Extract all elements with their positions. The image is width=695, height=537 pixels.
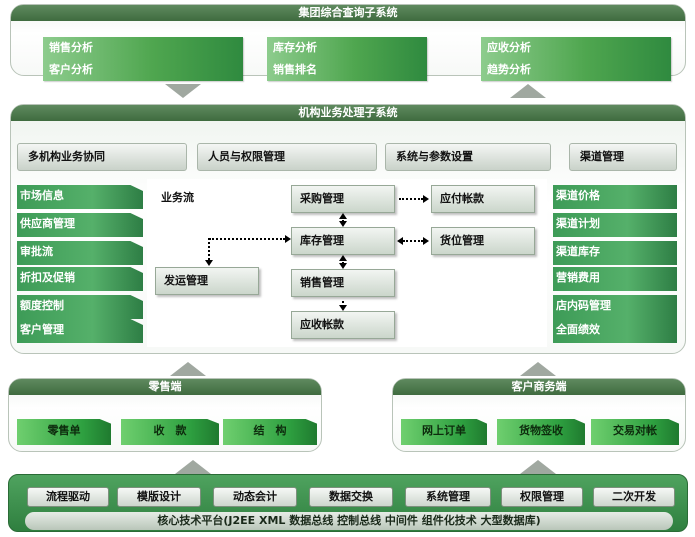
- left-item-approval[interactable]: 审批流: [17, 241, 143, 265]
- platform-btn-dynamic-accounting[interactable]: 动态会计: [213, 487, 297, 507]
- flow-sales[interactable]: 销售管理: [291, 269, 395, 297]
- group-query-title: 集团综合查询子系统: [11, 5, 685, 21]
- core-platform-panel: 流程驱动 模版设计 动态会计 数据交换 系统管理 权限管理 二次开发 核心技术平…: [8, 474, 688, 532]
- left-item-market-info[interactable]: 市场信息: [17, 185, 143, 209]
- retail-title: 零售端: [9, 379, 321, 395]
- connector-inventory-location: [403, 240, 423, 242]
- customer-item-online-order-label: 网上订单: [422, 424, 466, 437]
- top-item-trend-analysis[interactable]: 趋势分析: [481, 59, 671, 81]
- platform-btn-data-exchange[interactable]: 数据交换: [309, 487, 393, 507]
- arrow-down-icon: [339, 263, 347, 269]
- right-item-channel-inventory[interactable]: 渠道库存: [553, 241, 677, 265]
- flow-payable[interactable]: 应付帐款: [431, 185, 535, 213]
- right-item-store-code[interactable]: 店内码管理: [553, 295, 677, 319]
- up-arrow-icon: [175, 460, 211, 474]
- up-arrow-icon: [170, 362, 206, 376]
- arrow-right-icon: [285, 235, 291, 243]
- tab-user-permission[interactable]: 人员与权限管理: [197, 143, 377, 171]
- flow-purchase[interactable]: 采购管理: [291, 185, 395, 213]
- connector-inventory-shipping-h: [209, 238, 285, 240]
- right-item-channel-plan[interactable]: 渠道计划: [553, 213, 677, 237]
- core-platform-label: 核心技术平台(J2EE XML 数据总线 控制总线 中间件 组件化技术 大型数据…: [25, 512, 673, 530]
- left-item-discount[interactable]: 折扣及促销: [17, 267, 143, 291]
- right-item-marketing-cost[interactable]: 营销费用: [553, 267, 677, 291]
- platform-btn-permission-management[interactable]: 权限管理: [501, 487, 583, 507]
- retail-item-payment-label: 收 款: [153, 424, 187, 437]
- top-item-sales-analysis[interactable]: 销售分析: [43, 37, 243, 59]
- up-arrow-icon: [520, 460, 556, 474]
- top-item-customer-analysis[interactable]: 客户分析: [43, 59, 243, 81]
- tab-multi-org[interactable]: 多机构业务协同: [17, 143, 187, 171]
- left-item-customer[interactable]: 客户管理: [17, 319, 143, 343]
- connector-inventory-shipping-v: [208, 238, 210, 260]
- tab-channel-management[interactable]: 渠道管理: [569, 143, 677, 171]
- up-arrow-icon: [520, 362, 556, 376]
- connector-sales-receivable: [342, 301, 344, 307]
- top-item-receivable-analysis[interactable]: 应收分析: [481, 37, 671, 59]
- customer-commerce-panel: 客户商务端 网上订单 货物签收 交易对帐: [392, 378, 686, 452]
- retail-item-settlement[interactable]: 结 构: [223, 419, 317, 445]
- right-item-performance[interactable]: 全面绩效: [553, 319, 677, 343]
- left-item-supplier[interactable]: 供应商管理: [17, 213, 143, 237]
- flow-location[interactable]: 货位管理: [431, 227, 535, 255]
- down-arrow-icon: [165, 84, 201, 98]
- tab-system-settings[interactable]: 系统与参数设置: [385, 143, 551, 171]
- right-item-channel-price[interactable]: 渠道价格: [553, 185, 677, 209]
- business-processing-title: 机构业务处理子系统: [11, 105, 685, 121]
- customer-item-reconciliation-label: 交易对帐: [613, 424, 657, 437]
- platform-btn-template-design[interactable]: 模版设计: [117, 487, 201, 507]
- arrow-down-icon: [205, 260, 213, 266]
- flow-inventory[interactable]: 库存管理: [291, 227, 395, 255]
- arrow-up-icon: [339, 213, 347, 219]
- platform-btn-process-driven[interactable]: 流程驱动: [27, 487, 109, 507]
- arrow-right-icon: [423, 237, 429, 245]
- arrow-up-icon: [339, 255, 347, 261]
- retail-item-settlement-label: 结 构: [253, 424, 287, 437]
- flow-receivable[interactable]: 应收帐款: [291, 311, 395, 339]
- group-query-panel: 集团综合查询子系统 销售分析 客户分析 库存分析 销售排名 应收分析 趋势分析: [10, 4, 686, 81]
- business-flow-label: 业务流: [161, 191, 194, 204]
- retail-item-order-label: 零售单: [47, 424, 81, 437]
- customer-item-goods-receipt-label: 货物签收: [519, 424, 563, 437]
- customer-item-reconciliation[interactable]: 交易对帐: [591, 419, 679, 445]
- top-item-sales-ranking[interactable]: 销售排名: [267, 59, 427, 81]
- arrow-down-icon: [339, 305, 347, 311]
- customer-item-online-order[interactable]: 网上订单: [401, 419, 487, 445]
- left-item-credit[interactable]: 额度控制: [17, 295, 143, 319]
- flow-shipping[interactable]: 发运管理: [155, 267, 259, 295]
- arrow-down-icon: [339, 221, 347, 227]
- platform-btn-secondary-dev[interactable]: 二次开发: [593, 487, 675, 507]
- retail-item-payment[interactable]: 收 款: [121, 419, 219, 445]
- platform-btn-system-management[interactable]: 系统管理: [405, 487, 491, 507]
- business-processing-panel: 机构业务处理子系统 多机构业务协同 人员与权限管理 系统与参数设置 渠道管理 市…: [10, 104, 686, 354]
- connector-purchase-payable: [399, 198, 423, 200]
- customer-commerce-title: 客户商务端: [393, 379, 685, 395]
- retail-item-order[interactable]: 零售单: [17, 419, 111, 445]
- top-item-inventory-analysis[interactable]: 库存分析: [267, 37, 427, 59]
- customer-item-goods-receipt[interactable]: 货物签收: [497, 419, 585, 445]
- up-arrow-icon: [510, 84, 546, 98]
- arrow-left-icon: [397, 237, 403, 245]
- arrow-right-icon: [423, 195, 429, 203]
- retail-panel: 零售端 零售单 收 款 结 构: [8, 378, 322, 452]
